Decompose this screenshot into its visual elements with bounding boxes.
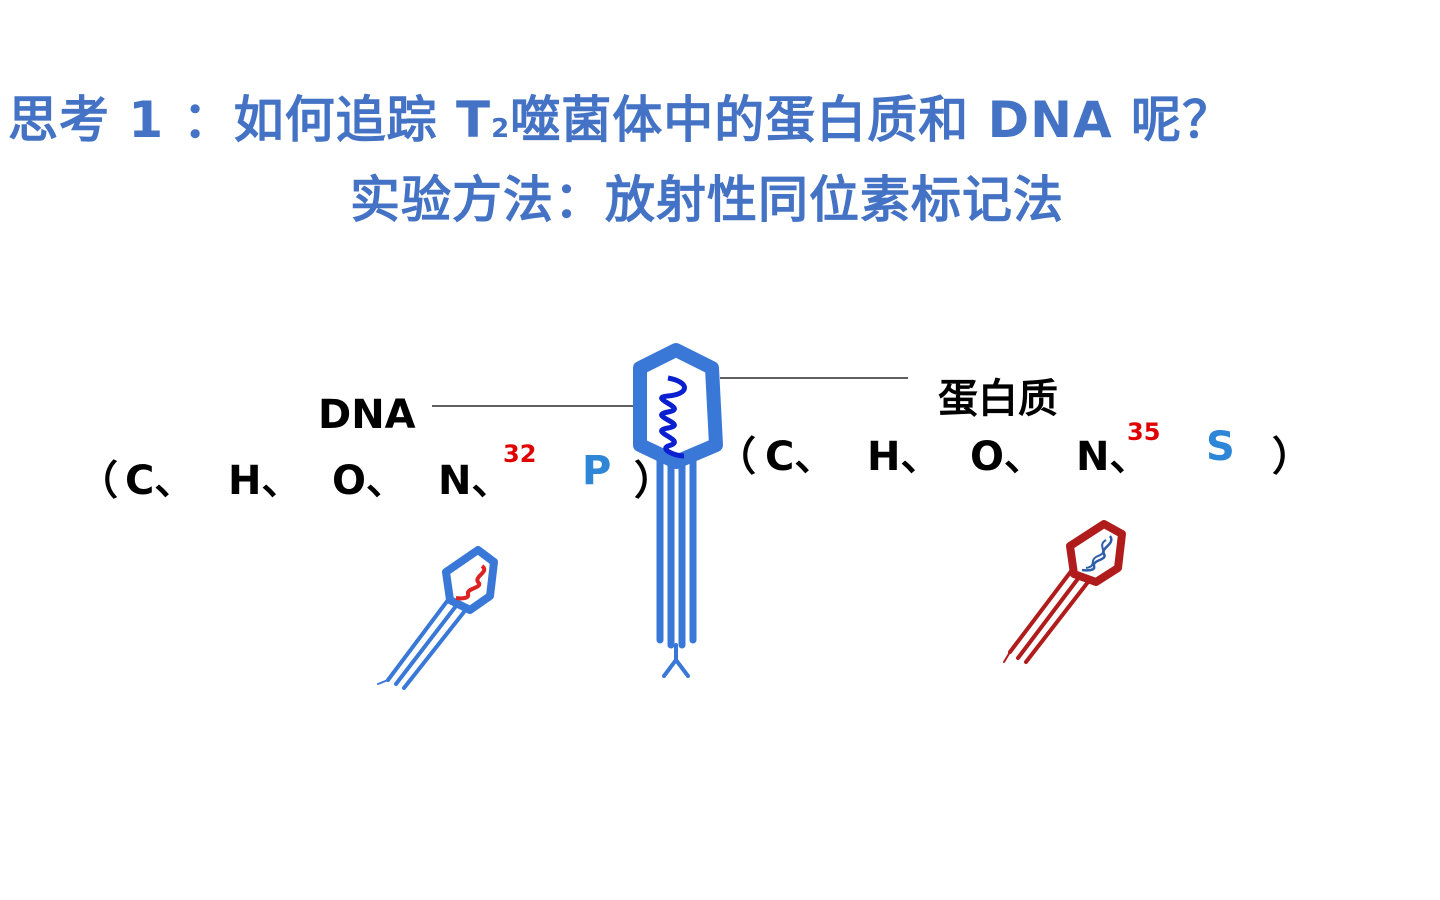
protein-element-o: O、	[970, 434, 1045, 480]
dna-label: DNA	[318, 392, 416, 438]
protein-element-h: H、	[867, 434, 941, 480]
small-blue-phage-icon	[377, 546, 498, 690]
page-title: 思考 1 ：如何追踪 T2噬菌体中的蛋白质和 DNA 呢？	[8, 80, 1233, 152]
small-red-phage-icon	[1003, 520, 1126, 664]
title-prefix: 思考 1 ：如何追踪 T	[8, 91, 492, 149]
dna-open-paren: （	[78, 458, 118, 504]
title-subscript: 2	[491, 114, 511, 144]
protein-element-c: C、	[765, 434, 835, 480]
dna-isotope-mass: 32	[503, 440, 537, 468]
protein-label: 蛋白质	[938, 376, 1058, 422]
dna-formula: （ C、 H、 O、 N、 32 P ）	[0, 440, 700, 508]
dna-element-c: C、	[125, 458, 195, 504]
dna-element-o: O、	[332, 458, 407, 504]
dna-isotope-element: P	[582, 448, 612, 494]
protein-isotope-element: S	[1206, 424, 1235, 470]
dna-element-h: H、	[228, 458, 302, 504]
dna-close-paren: ）	[634, 458, 674, 504]
protein-close-paren: ）	[1272, 434, 1312, 480]
method-subtitle: 实验方法：放射性同位素标记法	[350, 171, 1064, 229]
protein-element-n: N、	[1076, 434, 1150, 480]
title-suffix: 噬菌体中的蛋白质和 DNA 呢？	[510, 91, 1234, 149]
dna-element-n: N、	[438, 458, 512, 504]
large-phage-icon	[633, 343, 723, 678]
protein-isotope-mass: 35	[1127, 418, 1161, 446]
